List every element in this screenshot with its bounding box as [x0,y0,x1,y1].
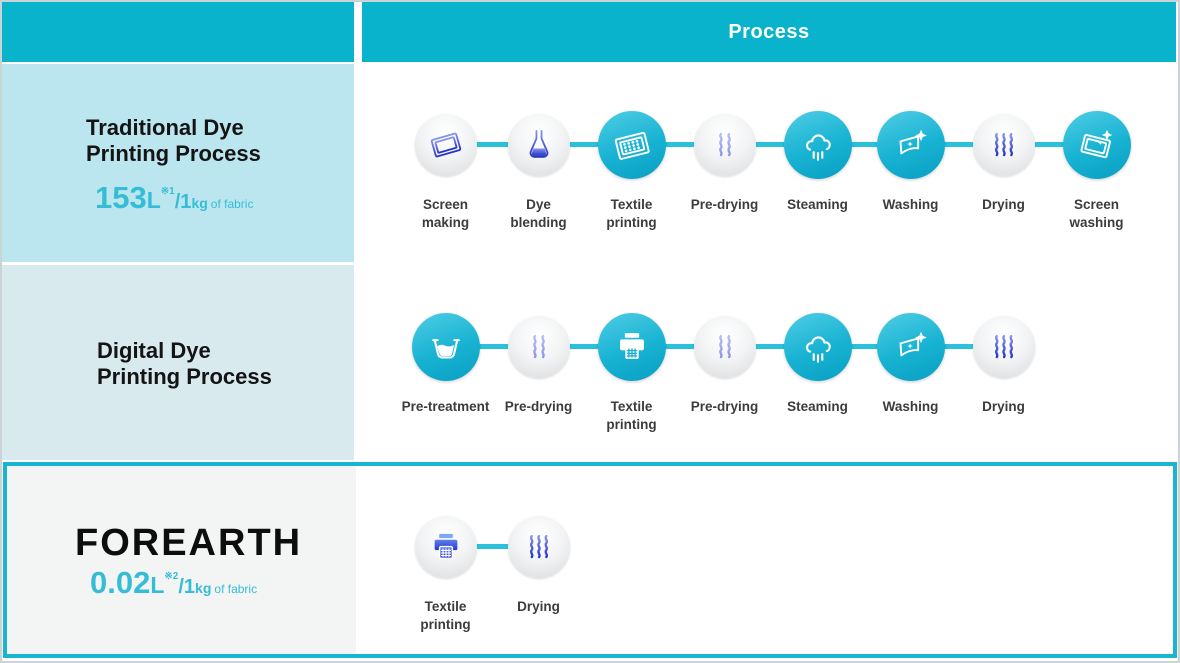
process-step: Screen making [399,107,492,231]
value-per: /1 [178,576,196,598]
step-label: Drying [982,197,1025,212]
traditional-row-cell [2,64,354,262]
step-circle-wrap [594,107,670,183]
value-footnote-mark: ※1 [160,186,175,197]
step-circle-wrap [501,509,577,585]
step-label: Dye blending [510,197,567,230]
forearth-row-box [3,462,1177,658]
step-circle-wrap [408,107,484,183]
process-step: Steaming [771,107,864,231]
process-step: Textile printing [585,107,678,231]
step-circle-wrap [873,309,949,385]
value-amount: 0.02 [90,565,151,600]
process-step: Steaming [771,309,864,433]
textile-printing-printer-icon [597,313,666,381]
pre-drying-icon [507,316,570,378]
process-step: Washing [864,107,957,231]
process-step: Pre-drying [492,309,585,433]
step-circle-wrap [408,509,484,585]
step-circle-wrap [1059,107,1135,183]
value-unit-text: of fabric [210,197,254,211]
value-per: /1 [174,191,192,213]
step-circle-wrap [780,309,856,385]
digital-row-cell [2,265,354,460]
step-label: Steaming [787,399,848,414]
value-amount: 153 [95,180,147,215]
process-step: Drying [957,107,1050,231]
process-step: Dye blending [492,107,585,231]
process-step: Textile printing [399,509,492,633]
process-step: Drying [957,309,1050,433]
forearth-left-cell [7,466,356,654]
step-label: Steaming [787,197,848,212]
value-liter: L [146,187,161,213]
step-circle-wrap [501,107,577,183]
step-label: Textile printing [606,197,657,230]
value-kg: kg [195,580,212,596]
screen-washing-icon [1062,111,1131,179]
step-circle-wrap [780,107,856,183]
header-process-cell: Process [362,2,1176,62]
value-liter: L [150,572,165,598]
process-step: Pre-treatment [399,309,492,433]
textile-printing-printer-icon [414,516,477,578]
traditional-process-chain: Screen making Dye blending Textile print… [399,107,1143,231]
value-unit-text: of fabric [214,582,258,596]
pre-treatment-icon [411,313,480,381]
step-label: Washing [882,197,939,212]
drying-icon [507,516,570,578]
process-step: Screen washing [1050,107,1143,231]
step-label: Drying [517,599,560,614]
process-step: Washing [864,309,957,433]
step-label: Pre-drying [504,399,573,414]
pre-drying-icon [693,114,756,176]
washing-icon [876,111,945,179]
step-circle-wrap [687,107,763,183]
step-label: Drying [982,399,1025,414]
dye-blending-icon [507,114,570,176]
process-connector-line [445,544,539,549]
step-label: Screen washing [1069,197,1124,230]
digital-title: Digital Dye Printing Process [97,338,272,389]
header-left-cell [2,2,354,62]
screen-making-icon [414,114,477,176]
drying-icon [972,316,1035,378]
digital-process-chain: Pre-treatment Pre-drying Textile printin… [399,309,1050,433]
value-kg: kg [191,195,208,211]
step-label: Pre-drying [690,399,759,414]
process-header-label: Process [728,20,810,43]
steaming-icon [783,111,852,179]
step-circle-wrap [408,309,484,385]
pre-drying-icon [693,316,756,378]
step-circle-wrap [501,309,577,385]
process-step: Pre-drying [678,309,771,433]
forearth-logo: FOREARTH [75,522,303,564]
washing-icon [876,313,945,381]
process-step: Textile printing [585,309,678,433]
step-circle-wrap [594,309,670,385]
value-footnote-mark: ※2 [164,571,179,582]
step-label: Washing [882,399,939,414]
step-label: Pre-drying [690,197,759,212]
step-label: Textile printing [606,399,657,432]
steaming-icon [783,313,852,381]
process-step: Drying [492,509,585,633]
step-label: Pre-treatment [401,399,490,414]
traditional-title: Traditional Dye Printing Process [86,115,261,166]
step-circle-wrap [873,107,949,183]
step-circle-wrap [966,309,1042,385]
step-label: Screen making [421,197,470,230]
process-connector-line [445,142,1097,147]
drying-icon [972,114,1035,176]
step-label: Textile printing [420,599,471,632]
forearth-process-chain: Textile printing Drying [399,509,585,633]
step-circle-wrap [966,107,1042,183]
step-circle-wrap [687,309,763,385]
process-step: Pre-drying [678,107,771,231]
textile-printing-screen-icon [597,111,666,179]
